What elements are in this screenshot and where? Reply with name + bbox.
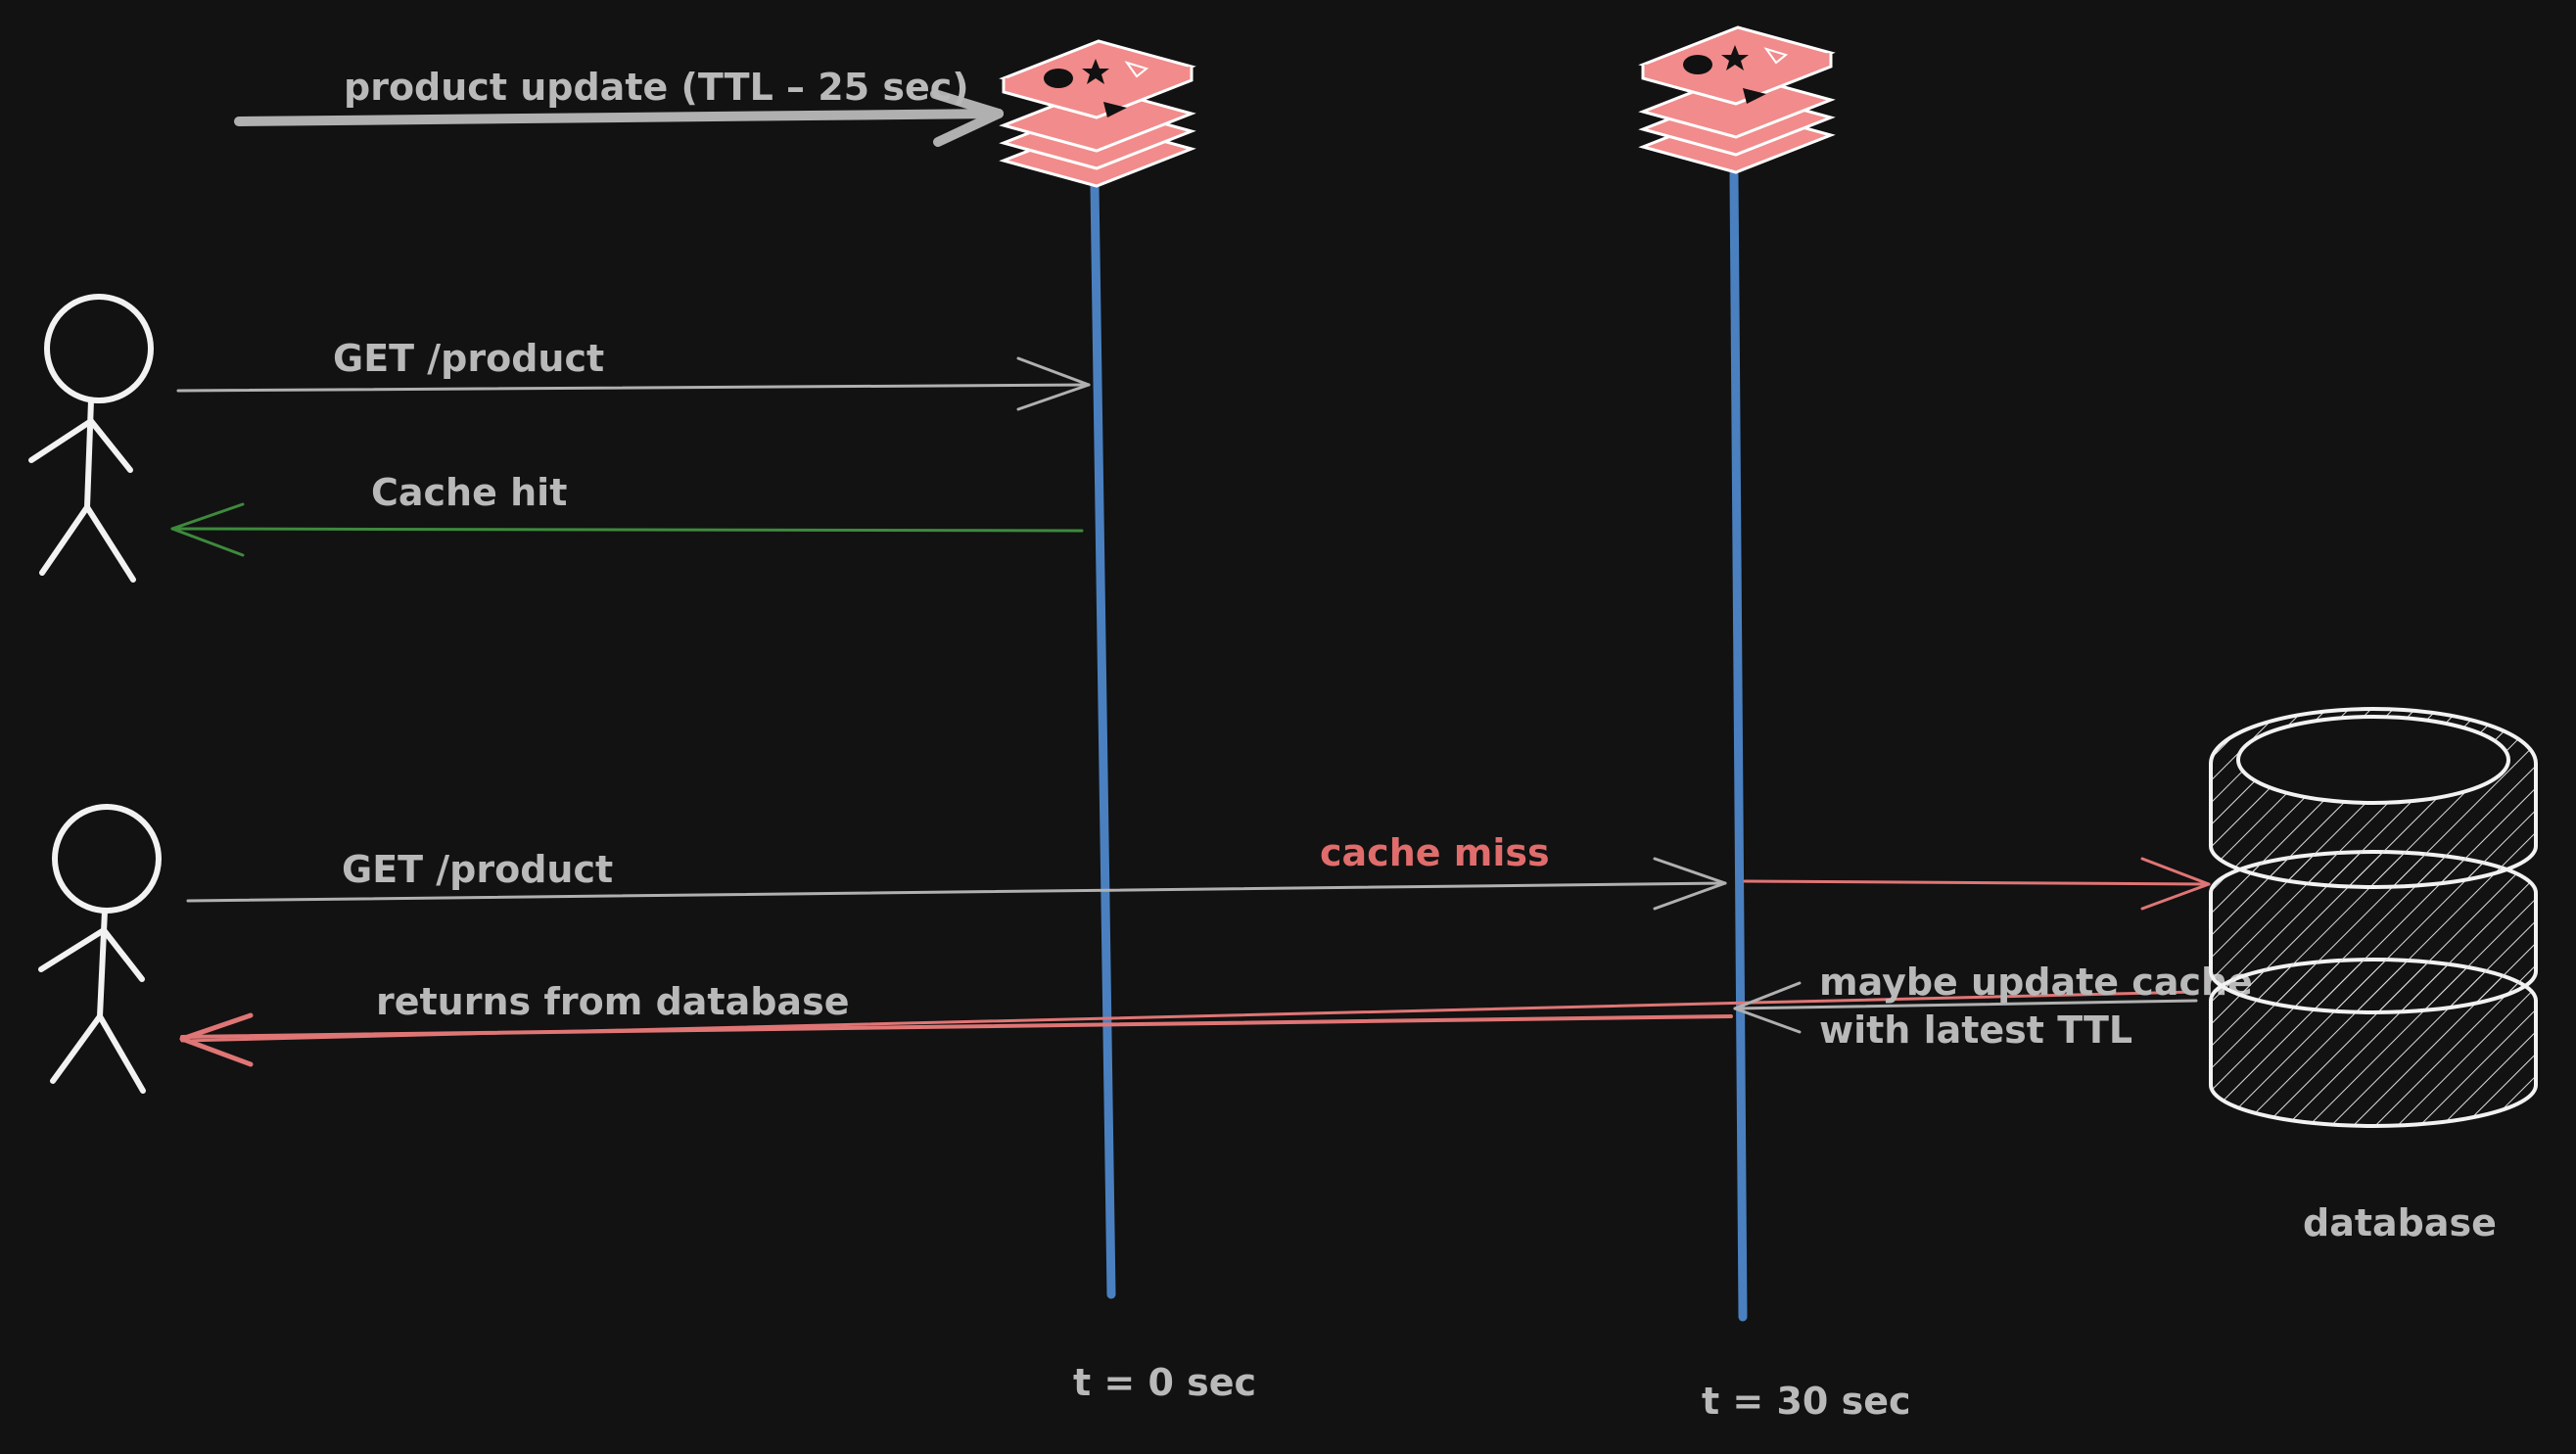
stick-figure-icon-user-1 [28, 294, 154, 583]
product-update-label: product update (TTL – 25 sec) [344, 66, 969, 109]
cache-miss-arrow [1743, 857, 2211, 911]
database-cylinder-icon [2209, 707, 2538, 1128]
stick-figure-icon-user-2 [38, 804, 162, 1094]
get-product-label-1: GET /product [333, 337, 604, 380]
timeline-t0 [1090, 181, 1116, 1299]
timeline-t30 [1729, 169, 1748, 1322]
returns-from-database-label: returns from database [376, 980, 849, 1023]
cache-stack-icon-t0 [999, 39, 1196, 188]
maybe-update-label-line1: maybe update cache [1819, 961, 2253, 1004]
cache-miss-label: cache miss [1320, 831, 1550, 874]
product-update-arrow [234, 89, 1004, 147]
cache-stack-icon-t30 [1638, 25, 1836, 174]
maybe-update-cache-arrow [1733, 981, 2198, 1034]
cache-hit-label: Cache hit [371, 471, 567, 514]
database-label: database [2303, 1201, 2497, 1244]
get-product-label-2: GET /product [342, 848, 613, 891]
returns-from-database-arrow [179, 990, 2198, 1067]
time-label-t0: t = 0 sec [1073, 1361, 1256, 1404]
maybe-update-label-line2: with latest TTL [1819, 1008, 2132, 1052]
get-product-arrow-1 [176, 356, 1091, 411]
cache-hit-arrow [170, 502, 1084, 557]
time-label-t30: t = 30 sec [1702, 1380, 1911, 1423]
get-product-arrow-2 [186, 857, 1727, 911]
